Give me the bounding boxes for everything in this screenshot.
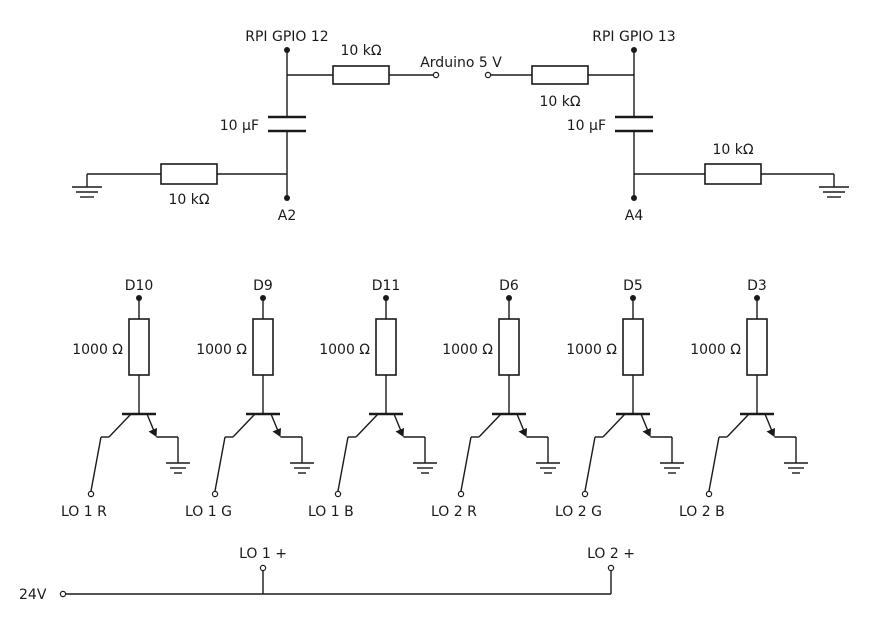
base-resistor	[375, 318, 397, 376]
ground-symbol-icon	[819, 174, 849, 198]
base-resistor-label: 1000 Ω	[442, 342, 493, 358]
gpio12-label: RPI GPIO 12	[245, 29, 328, 45]
transistor-collector	[355, 413, 379, 438]
transistor-emitter	[393, 413, 402, 432]
output-label: LO 2 G	[555, 504, 602, 520]
output-terminal	[334, 490, 342, 498]
output-label: LO 2 B	[679, 504, 725, 520]
supply-24v-label: 24V	[19, 587, 47, 603]
base-resistor-label: 1000 Ω	[196, 342, 247, 358]
driver-pin-label: D6	[499, 278, 519, 294]
base-resistor	[498, 318, 520, 376]
base-resistor	[128, 318, 150, 376]
lo1-plus-terminal	[259, 564, 267, 572]
transistor-emitter	[640, 413, 649, 432]
lo2-plus-terminal	[607, 564, 615, 572]
base-resistor-label: 1000 Ω	[319, 342, 370, 358]
emitter-arrow-icon	[766, 428, 775, 437]
driver-stage-0: D10 1000 Ω LO 1 R	[61, 278, 190, 520]
gpio12-pulldown-resistor-label: 10 kΩ	[168, 192, 209, 208]
output-terminal	[457, 490, 465, 498]
output-label: LO 1 R	[61, 504, 107, 520]
a2-label: A2	[278, 208, 296, 224]
ground-symbol-icon	[166, 462, 190, 474]
power-bus-24v: 24V LO 1 + LO 2 +	[19, 546, 635, 603]
emitter-arrow-icon	[272, 428, 281, 437]
transistor-collector	[478, 413, 502, 438]
output-label: LO 2 R	[431, 504, 477, 520]
driver-stage-2: D11 1000 Ω LO 1 B	[308, 278, 437, 520]
gpio12-filter-network: RPI GPIO 12 10 kΩ 10 µF 10 kΩ A2	[72, 29, 433, 224]
emitter-arrow-icon	[642, 428, 651, 437]
transistor-emitter	[764, 413, 773, 432]
collector-to-output-wire	[337, 436, 349, 492]
a4-label: A4	[625, 208, 644, 224]
output-terminal	[705, 490, 713, 498]
arduino-5v-label: Arduino 5 V	[420, 55, 502, 71]
arduino-5v-terminal-left	[432, 71, 440, 79]
ground-symbol-icon	[72, 174, 102, 198]
ground-symbol-icon	[536, 462, 560, 474]
base-resistor-label: 1000 Ω	[72, 342, 123, 358]
driver-stage-5: D3 1000 Ω LO 2 B	[679, 278, 808, 520]
ground-symbol-icon	[660, 462, 684, 474]
driver-stage-1: D9 1000 Ω LO 1 G	[185, 278, 314, 520]
arduino-5v-supply: Arduino 5 V	[420, 55, 502, 79]
gpio13-pulldown-resistor	[704, 163, 762, 185]
gpio13-series-resistor-label: 10 kΩ	[539, 94, 580, 110]
ground-symbol-icon	[784, 462, 808, 474]
emitter-arrow-icon	[518, 428, 527, 437]
gpio13-pulldown-resistor-label: 10 kΩ	[712, 142, 753, 158]
gpio12-capacitor-label: 10 µF	[220, 118, 259, 134]
gpio12-series-resistor-label: 10 kΩ	[340, 43, 381, 59]
output-terminal	[211, 490, 219, 498]
gpio13-filter-network: RPI GPIO 13 10 kΩ 10 µF 10 kΩ A4	[491, 29, 849, 224]
transistor-emitter	[146, 413, 155, 432]
base-resistor-label: 1000 Ω	[690, 342, 741, 358]
driver-pin-label: D10	[125, 278, 154, 294]
transistor-collector	[602, 413, 626, 438]
a4-node-dot	[631, 195, 637, 201]
emitter-arrow-icon	[148, 428, 157, 437]
driver-pin-label: D5	[623, 278, 643, 294]
arduino-5v-terminal-right	[484, 71, 492, 79]
collector-to-output-wire	[460, 436, 472, 492]
ground-symbol-icon	[413, 462, 437, 474]
driver-pin-label: D3	[747, 278, 767, 294]
collector-to-output-wire	[90, 436, 102, 492]
transistor-collector	[726, 413, 750, 438]
transistor-emitter	[270, 413, 279, 432]
output-terminal	[87, 490, 95, 498]
gpio13-series-resistor	[531, 65, 589, 85]
gpio12-pulldown-resistor	[160, 163, 218, 185]
base-resistor	[622, 318, 644, 376]
gpio12-series-resistor	[332, 65, 390, 85]
driver-stage-3: D6 1000 Ω LO 2 R	[431, 278, 560, 520]
emitter-arrow-icon	[395, 428, 404, 437]
lo2-plus-label: LO 2 +	[587, 546, 635, 562]
base-resistor-label: 1000 Ω	[566, 342, 617, 358]
lo1-plus-label: LO 1 +	[239, 546, 287, 562]
ground-symbol-icon	[290, 462, 314, 474]
supply-24v-terminal	[59, 590, 67, 598]
output-label: LO 1 B	[308, 504, 354, 520]
base-resistor	[252, 318, 274, 376]
transistor-collector	[108, 413, 132, 438]
base-resistor	[746, 318, 768, 376]
a2-node-dot	[284, 195, 290, 201]
output-label: LO 1 G	[185, 504, 232, 520]
transistor-emitter	[516, 413, 525, 432]
collector-to-output-wire	[708, 436, 720, 492]
gpio13-capacitor-label: 10 µF	[567, 118, 606, 134]
driver-pin-label: D11	[372, 278, 401, 294]
driver-pin-label: D9	[253, 278, 273, 294]
collector-to-output-wire	[584, 436, 596, 492]
transistor-collector	[232, 413, 256, 438]
driver-stage-4: D5 1000 Ω LO 2 G	[555, 278, 684, 520]
gpio13-label: RPI GPIO 13	[592, 29, 675, 45]
collector-to-output-wire	[214, 436, 226, 492]
output-terminal	[581, 490, 589, 498]
